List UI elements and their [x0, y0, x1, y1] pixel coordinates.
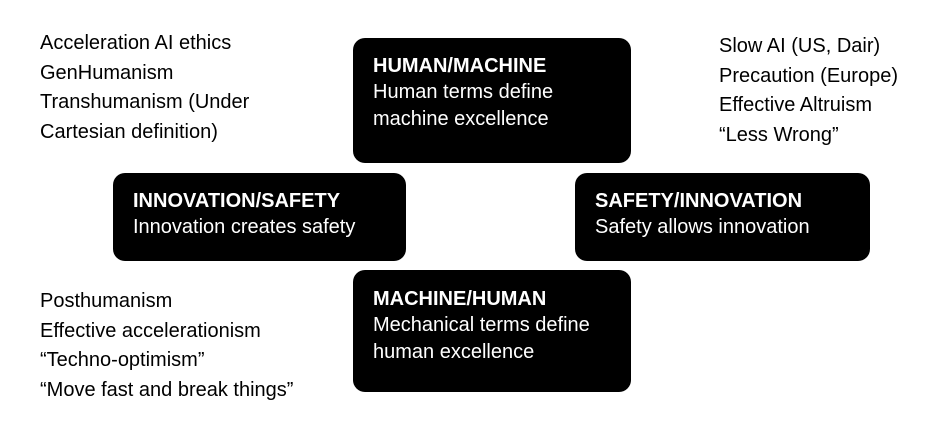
- box-description-line: Safety allows innovation: [595, 216, 810, 238]
- box-description-line: human excellence: [373, 341, 535, 363]
- box-title: SAFETY/INNOVATION: [595, 190, 803, 212]
- note-line: Precaution (Europe): [719, 64, 898, 87]
- box-machine-human: MACHINE/HUMAN Mechanical terms define hu…: [353, 270, 631, 392]
- note-line: Cartesian definition): [40, 120, 218, 143]
- note-top-left: Acceleration AI ethics GenHumanism Trans…: [40, 29, 249, 147]
- note-line: “Less Wrong”: [719, 123, 839, 146]
- note-line: Transhumanism (Under: [40, 91, 250, 113]
- note-bottom-left: Posthumanism Effective accelerationism “…: [40, 287, 293, 405]
- box-description: Human terms define machine excellence: [373, 79, 611, 133]
- box-description: Mechanical terms define human excellence: [373, 312, 611, 366]
- box-description: Safety allows innovation: [595, 214, 850, 241]
- box-description-line: machine excellence: [373, 108, 549, 130]
- box-description-line: Mechanical terms define: [373, 314, 590, 336]
- box-description: Innovation creates safety: [133, 214, 386, 241]
- note-line: Effective Altruism: [719, 94, 873, 116]
- note-line: “Move fast and break things”: [40, 378, 294, 401]
- note-line: “Techno-optimism”: [40, 349, 205, 371]
- box-description-line: Innovation creates safety: [133, 216, 356, 238]
- box-safety-innovation: SAFETY/INNOVATION Safety allows innovati…: [575, 173, 870, 261]
- box-title: HUMAN/MACHINE: [373, 55, 547, 77]
- note-line: Effective accelerationism: [40, 319, 261, 342]
- note-top-right: Slow AI (US, Dair) Precaution (Europe) E…: [719, 32, 898, 150]
- note-line: Acceleration AI ethics: [40, 32, 232, 54]
- note-line: GenHumanism: [40, 61, 174, 84]
- box-title: MACHINE/HUMAN: [373, 288, 547, 310]
- box-description-line: Human terms define: [373, 81, 554, 103]
- note-line: Posthumanism: [40, 290, 173, 312]
- note-line: Slow AI (US, Dair): [719, 35, 881, 57]
- box-title: INNOVATION/SAFETY: [133, 190, 341, 212]
- box-human-machine: HUMAN/MACHINE Human terms define machine…: [353, 38, 631, 163]
- box-innovation-safety: INNOVATION/SAFETY Innovation creates saf…: [113, 173, 406, 261]
